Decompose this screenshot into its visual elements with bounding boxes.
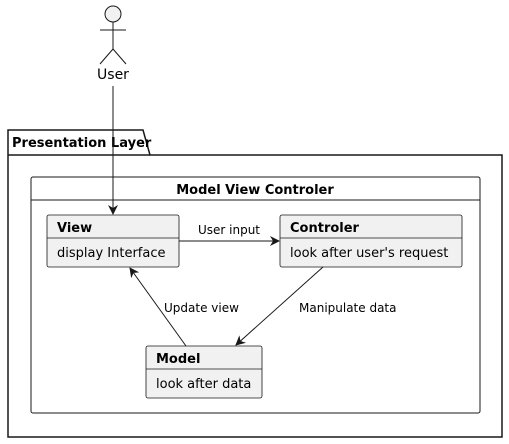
frame-label: Model View Controler <box>176 183 334 198</box>
arrow-controler-to-model <box>235 266 324 346</box>
package-presentation-layer: Presentation Layer <box>7 129 503 438</box>
user-actor: User <box>97 5 129 83</box>
controler-body: look after user's request <box>290 246 448 261</box>
arrow-model-to-view <box>129 267 187 347</box>
view-name: View <box>57 221 92 236</box>
label-manipulate-data: Manipulate data <box>299 301 397 315</box>
class-view: View display Interface <box>46 214 180 268</box>
controler-name: Controler <box>290 221 360 236</box>
frame-model-view-controler: Model View Controler <box>30 176 481 414</box>
class-model: Model look after data <box>145 345 263 399</box>
label-user-input: User input <box>198 223 260 237</box>
view-body: display Interface <box>57 246 166 261</box>
model-body: look after data <box>156 377 251 392</box>
actor-label: User <box>97 67 129 83</box>
package-label: Presentation Layer <box>12 136 152 151</box>
class-controler: Controler look after user's request <box>279 214 463 268</box>
label-update-view: Update view <box>164 301 239 315</box>
stick-figure-icon <box>99 5 127 65</box>
model-name: Model <box>156 352 200 367</box>
